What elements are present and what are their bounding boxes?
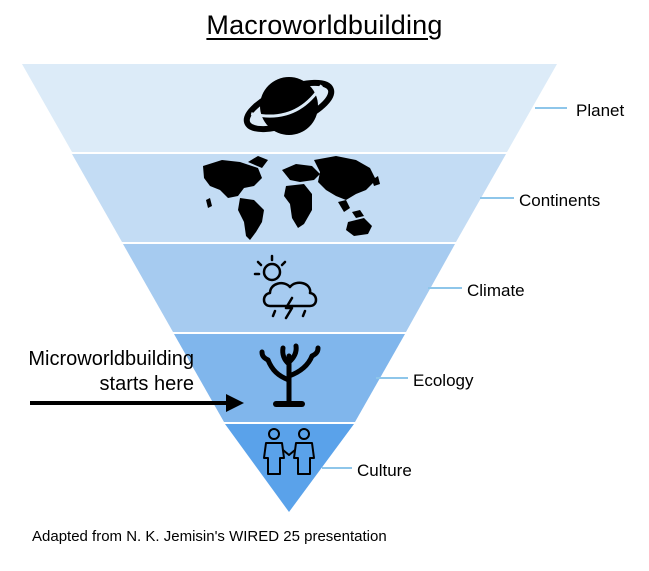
layer-culture bbox=[225, 424, 354, 512]
leader-lines bbox=[322, 107, 567, 469]
label-climate: Climate bbox=[467, 281, 525, 300]
start-arrow bbox=[30, 394, 244, 412]
weather-icon bbox=[253, 254, 318, 320]
callout-line-1: Microworldbuilding bbox=[28, 348, 194, 370]
world-map-icon bbox=[203, 156, 380, 240]
microworldbuilding-callout: Microworldbuilding starts here bbox=[22, 347, 194, 397]
label-planet: Planet bbox=[576, 101, 625, 120]
label-culture: Culture bbox=[357, 461, 412, 480]
label-ecology: Ecology bbox=[413, 371, 474, 390]
credit-text: Adapted from N. K. Jemisin's WIRED 25 pr… bbox=[32, 528, 387, 545]
label-continents: Continents bbox=[519, 191, 601, 210]
callout-line-2: starts here bbox=[99, 373, 194, 395]
layer-climate bbox=[123, 244, 455, 332]
people-icon bbox=[263, 428, 315, 475]
planet-icon bbox=[243, 77, 335, 135]
diagram-title: Macroworldbuilding bbox=[206, 10, 443, 40]
tree-icon bbox=[259, 343, 321, 407]
